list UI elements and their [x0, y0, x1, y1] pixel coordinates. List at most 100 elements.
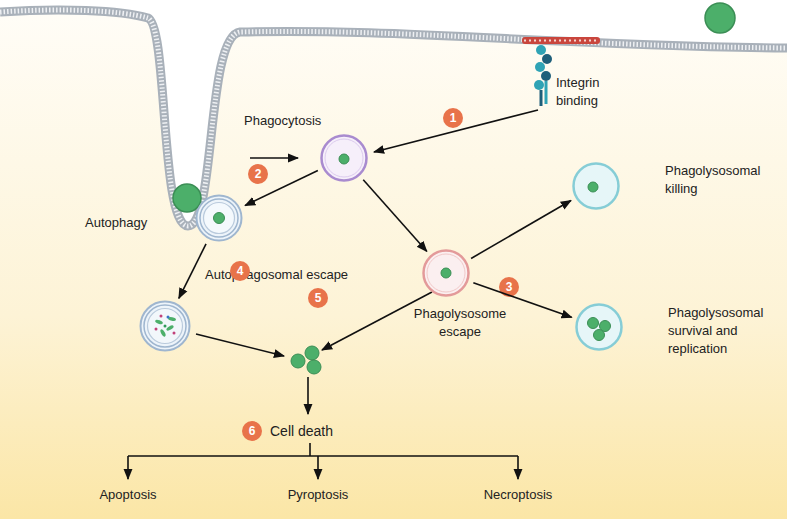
bacterium	[305, 346, 319, 360]
vesicle-shape	[572, 162, 620, 210]
node-label: Phagolysosome escape	[410, 305, 510, 341]
callout-badge: 4	[230, 261, 250, 281]
bacterial-debris	[155, 319, 164, 325]
integrin-domain	[536, 45, 546, 55]
bacteria-cluster	[291, 346, 321, 374]
callout-badge: 6	[242, 421, 262, 441]
integrin-ligand-bar	[522, 37, 600, 44]
node-label: Autophagy	[85, 214, 165, 232]
callout-circle	[242, 421, 262, 441]
callout-number: 5	[308, 288, 328, 308]
vesicle-shape	[422, 249, 470, 297]
vesicle-node: Phagolysosome escape	[422, 249, 470, 297]
flow-arrow	[245, 171, 318, 206]
arrow	[196, 334, 284, 356]
flow-arrow	[471, 201, 571, 259]
debris-dot	[164, 325, 167, 328]
debris-dot	[167, 316, 170, 319]
node-label: Autophagosomal escape	[205, 266, 365, 284]
bracket-line	[309, 443, 311, 456]
arrow	[127, 456, 129, 479]
callout-number: 1	[443, 108, 463, 128]
vesicle-shape	[320, 134, 368, 182]
integrin-domain	[534, 80, 544, 90]
integrin-stalk	[540, 90, 543, 106]
plain-label: Apoptosis	[78, 486, 178, 504]
vesicle-node: Autophagy	[195, 194, 243, 242]
vesicle-membrane	[200, 199, 238, 237]
vesicle-membrane	[325, 139, 363, 177]
flow-arrow	[473, 283, 571, 318]
callout-number: 3	[499, 277, 519, 297]
integrin-ligand-stripes	[524, 40, 598, 42]
plain-label: Cell death	[270, 422, 370, 440]
vesicle-membrane	[144, 305, 186, 347]
arrow	[517, 456, 519, 479]
vesicle-node: Phagocytosis	[320, 134, 368, 182]
debris-dot	[173, 332, 176, 335]
bracket-line	[128, 455, 518, 457]
vesicle-node: Phagolysosomal killing	[572, 162, 620, 210]
vesicle-membrane	[141, 302, 190, 351]
plain-label: Necroptosis	[468, 486, 568, 504]
callout-number: 4	[230, 261, 250, 281]
vesicle-membrane	[197, 196, 242, 241]
callout-number: 6	[242, 421, 262, 441]
vesicle-membrane	[322, 136, 367, 181]
integrin-domain	[542, 54, 552, 64]
arrow	[317, 456, 319, 479]
bacterial-debris	[159, 329, 166, 338]
vesicle-shape	[195, 194, 243, 242]
integrin-domain	[541, 71, 551, 81]
callout-badge: 1	[443, 108, 463, 128]
callout-circle	[248, 164, 268, 184]
node-label: Phagolysosomal killing	[665, 162, 770, 198]
integrin-stalk	[545, 81, 548, 104]
bacterium	[339, 154, 349, 164]
callout-badge: 3	[499, 277, 519, 297]
bacterium	[214, 213, 225, 224]
vesicle-shape	[139, 300, 191, 352]
bacterium	[291, 354, 305, 368]
flow-arrow	[179, 244, 206, 298]
node-label: Phagolysosomal survival and replication	[668, 304, 773, 358]
callout-circle	[443, 108, 463, 128]
bacterium	[307, 360, 321, 374]
arrow	[250, 157, 298, 159]
callout-number: 2	[248, 164, 268, 184]
vesicle-node: Phagolysosomal survival and replication	[575, 303, 623, 351]
vesicle-membrane	[204, 203, 235, 234]
bacterium	[173, 184, 201, 212]
vesicle-membrane	[424, 251, 469, 296]
arrow	[307, 377, 309, 414]
bacterium	[588, 182, 598, 192]
flow-arrow	[363, 180, 427, 252]
callout-circle	[499, 277, 519, 297]
bacterial-debris	[166, 324, 175, 331]
cell-membrane	[0, 10, 787, 226]
bacterium	[441, 268, 451, 278]
callout-circle	[308, 288, 328, 308]
vesicle-node: Autophagosomal escape	[139, 300, 191, 352]
node-label: Phagocytosis	[244, 112, 344, 130]
integrin-domain	[535, 62, 545, 72]
vesicle-membrane	[427, 254, 465, 292]
membrane-bilayer	[0, 10, 787, 226]
callout-badge: 2	[248, 164, 268, 184]
vesicle-membrane	[574, 164, 619, 209]
cell-death-bracket	[128, 443, 518, 479]
bacterium	[588, 318, 599, 329]
bacterium	[594, 330, 605, 341]
plain-label: Integrin binding	[556, 74, 618, 110]
debris-dot	[155, 328, 158, 331]
plain-label: Pyroptosis	[268, 486, 368, 504]
vesicle-membrane	[148, 309, 183, 344]
callout-circle	[230, 261, 250, 281]
debris-dot	[160, 315, 163, 318]
vesicle-shape	[575, 303, 623, 351]
callout-badge: 5	[308, 288, 328, 308]
vesicle-membrane	[577, 305, 622, 350]
bacterium	[705, 3, 735, 33]
cytoplasm	[0, 10, 787, 519]
